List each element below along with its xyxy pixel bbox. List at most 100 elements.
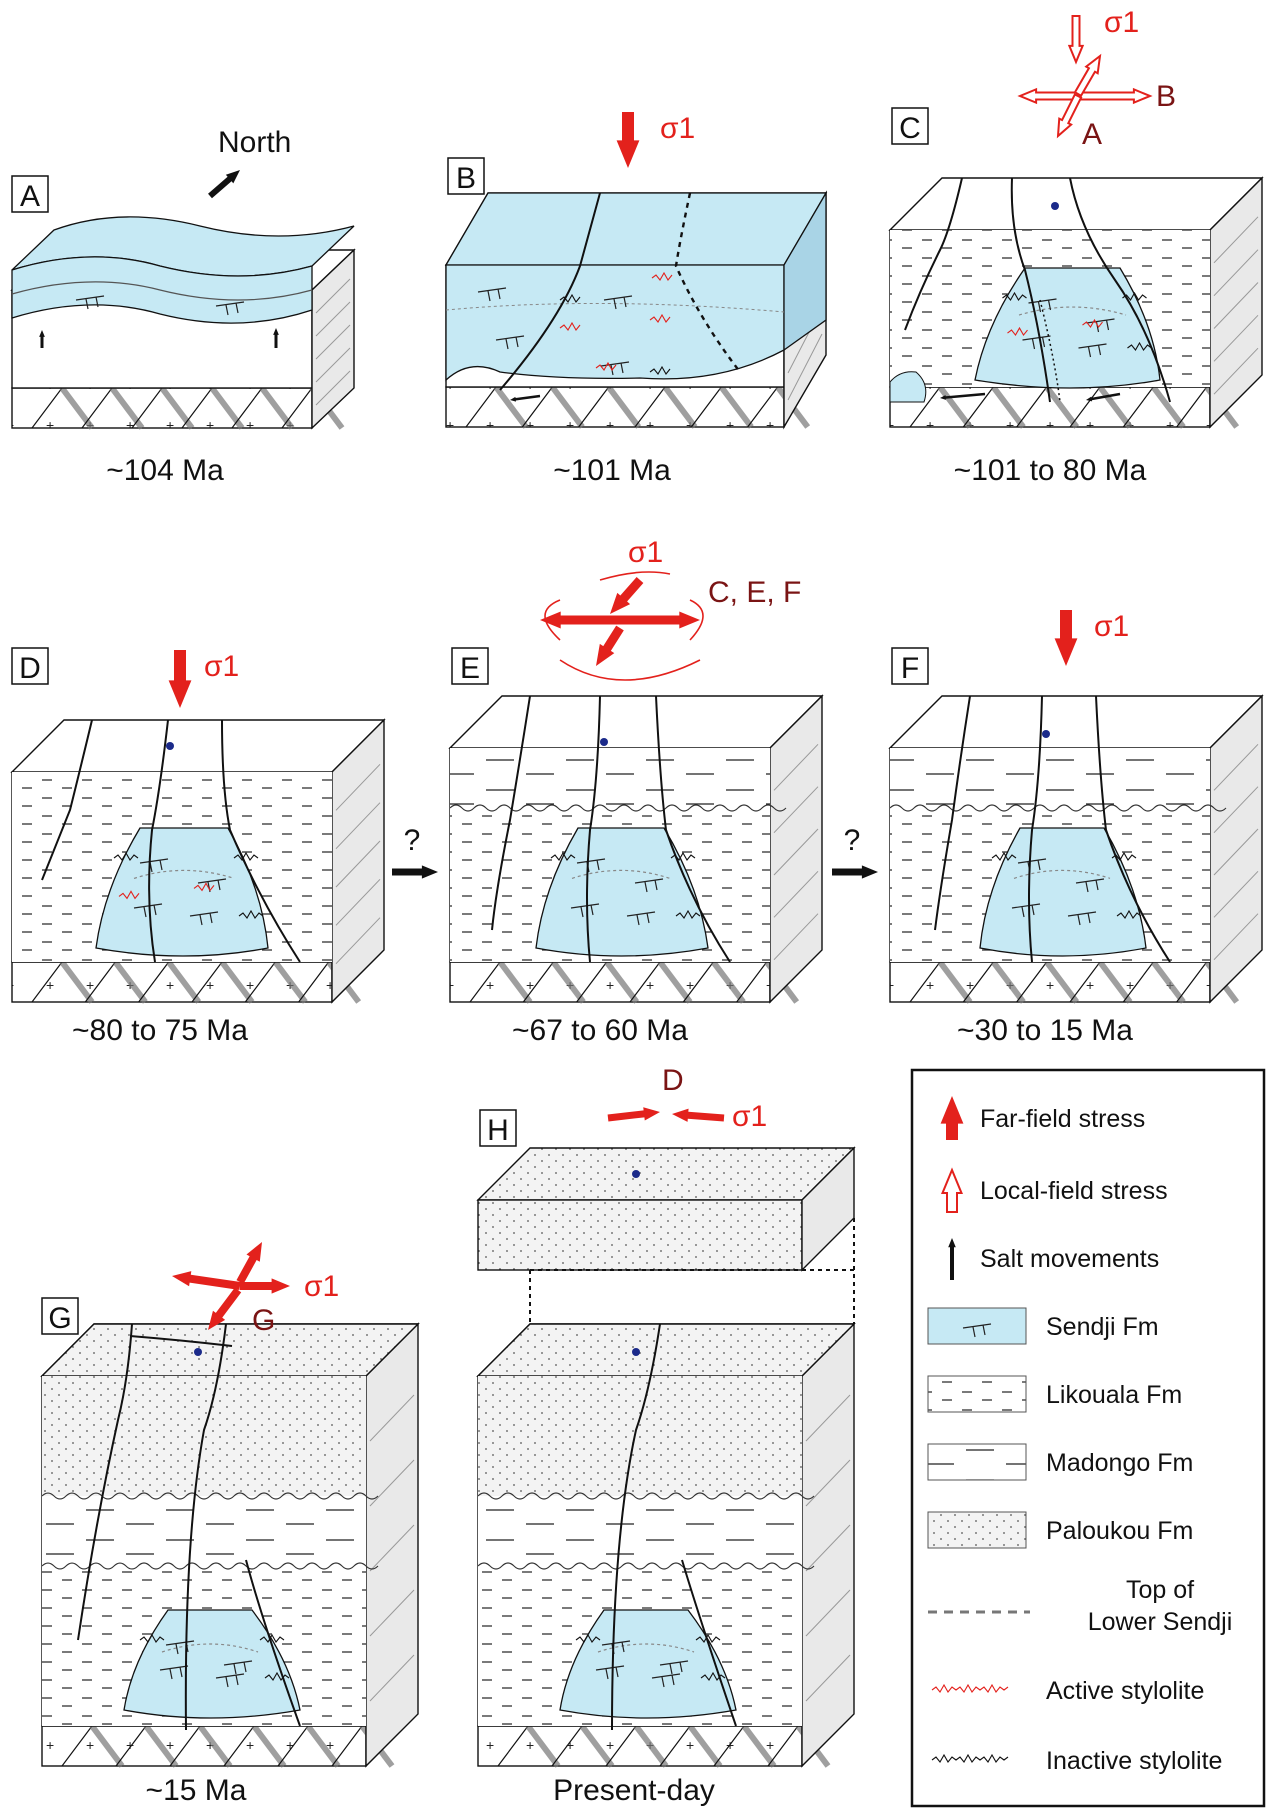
inactive-stylolite — [1116, 909, 1142, 919]
top-lower-sendji-line — [1018, 306, 1127, 316]
panel-label-box — [447, 157, 485, 195]
salt-roller — [741, 1724, 777, 1768]
salt-roller — [1044, 960, 1080, 1004]
legend-item-inactive: Inactive stylolite — [931, 1747, 1222, 1775]
panel-label-g: G — [41, 1297, 79, 1335]
sigma1-label: σ1 — [628, 536, 663, 569]
side-hatch — [315, 301, 351, 337]
unconformity — [889, 804, 1227, 812]
active-stylolite — [595, 361, 617, 371]
legend-item-paloukou: Paloukou Fm — [927, 1511, 1193, 1549]
basement-fault — [298, 961, 330, 1003]
inactive-stylolite — [991, 851, 1017, 861]
side-hatch — [315, 324, 351, 360]
local-field-stress-arrow — [1079, 87, 1153, 105]
paloukou-top — [476, 1323, 856, 1377]
sendji-symbol — [595, 1665, 625, 1680]
salt-roller — [166, 960, 202, 1004]
far-field-stress-arrow — [607, 1107, 660, 1122]
fault-dotted — [1039, 299, 1061, 403]
madongo-fm-fill — [478, 1496, 802, 1566]
paloukou-slab-front — [477, 1199, 803, 1271]
far-field-stress-arrow — [240, 1278, 290, 1294]
salt-movement-arrow — [510, 394, 541, 402]
basement-fault — [191, 961, 223, 1003]
panel-label-text: C — [899, 112, 921, 145]
likouala-swatch — [927, 1375, 1027, 1413]
far-field-stress-arrow — [208, 1287, 242, 1330]
inactive-stylolite — [259, 1633, 285, 1643]
unconformity — [477, 1492, 815, 1500]
active-stylolite-icon — [931, 1683, 1009, 1693]
inactive-stylolite-icon — [931, 1753, 1009, 1763]
panel-label-box — [11, 647, 49, 685]
sendji-fm-body — [979, 827, 1147, 957]
unconformity — [477, 1562, 815, 1570]
salt-roller — [937, 385, 973, 429]
legend-label: Likouala Fm — [1046, 1381, 1182, 1409]
sigma1-label: σ1 — [304, 1270, 339, 1303]
fault — [1095, 695, 1171, 963]
paloukou-top — [40, 1323, 420, 1377]
basement-fault — [1069, 961, 1101, 1003]
basement-fault — [682, 961, 714, 1003]
basement-fault — [231, 387, 263, 429]
salt-roller — [657, 960, 693, 1004]
basement-fault — [61, 1725, 93, 1767]
inactive-stylolite — [264, 1671, 290, 1681]
fault — [1010, 177, 1051, 403]
legend-item-far-field: Far-field stress — [940, 1096, 1145, 1140]
salt-roller — [990, 960, 1026, 1004]
basement-fault — [634, 386, 666, 428]
basement-fault — [244, 961, 276, 1003]
basement-fault — [223, 1725, 255, 1767]
panel-label-box — [891, 647, 929, 685]
salt-movement-icon — [948, 1238, 956, 1280]
side-hatch — [335, 917, 381, 965]
side-hatch — [773, 743, 819, 791]
side-hatch — [1213, 314, 1259, 362]
basement-fault — [962, 386, 994, 428]
side-hatch — [773, 870, 819, 918]
inferred-fault — [674, 192, 741, 373]
sendji-symbol-icon — [962, 1323, 992, 1338]
side-hatch — [335, 840, 381, 888]
sendji-symbol — [1075, 878, 1105, 893]
side-hatch — [335, 802, 381, 850]
north-arrow — [208, 170, 240, 199]
side-hatch — [773, 786, 819, 834]
sigma1-label: σ1 — [660, 112, 695, 145]
well-dot — [1042, 730, 1050, 738]
salt-movement-arrow — [1086, 392, 1121, 402]
sendji-symbol — [133, 903, 163, 918]
basement-fault — [138, 961, 170, 1003]
basement-fault — [713, 1725, 745, 1767]
far-field-stress-arrow — [620, 611, 700, 629]
stress-label-cef: C, E, F — [708, 576, 801, 609]
sendji-top — [444, 192, 828, 266]
basement-fault — [522, 961, 554, 1003]
basement-fault — [576, 961, 608, 1003]
inactive-stylolite — [575, 1633, 601, 1643]
salt-roller — [604, 960, 640, 1004]
basement-fault — [277, 1725, 309, 1767]
fault — [1069, 177, 1171, 403]
side-hatch — [369, 1524, 415, 1572]
basement-fault — [331, 1725, 363, 1767]
inactive-stylolite — [113, 851, 139, 861]
sendji-boundary — [11, 281, 313, 301]
basement-fault — [497, 1725, 529, 1767]
fault — [77, 1323, 133, 1641]
fault — [586, 695, 601, 963]
well-dot — [632, 1348, 640, 1356]
side-hatch — [315, 347, 351, 383]
side-hatch — [805, 1394, 851, 1442]
side-hatch — [1213, 282, 1259, 329]
far-field-stress-arrow — [1054, 610, 1078, 666]
sendji-symbol — [495, 335, 525, 350]
block-diagram-h — [476, 1146, 856, 1768]
active-stylolite — [651, 271, 673, 281]
north-label: North — [218, 126, 291, 159]
active-stylolite — [649, 313, 671, 323]
